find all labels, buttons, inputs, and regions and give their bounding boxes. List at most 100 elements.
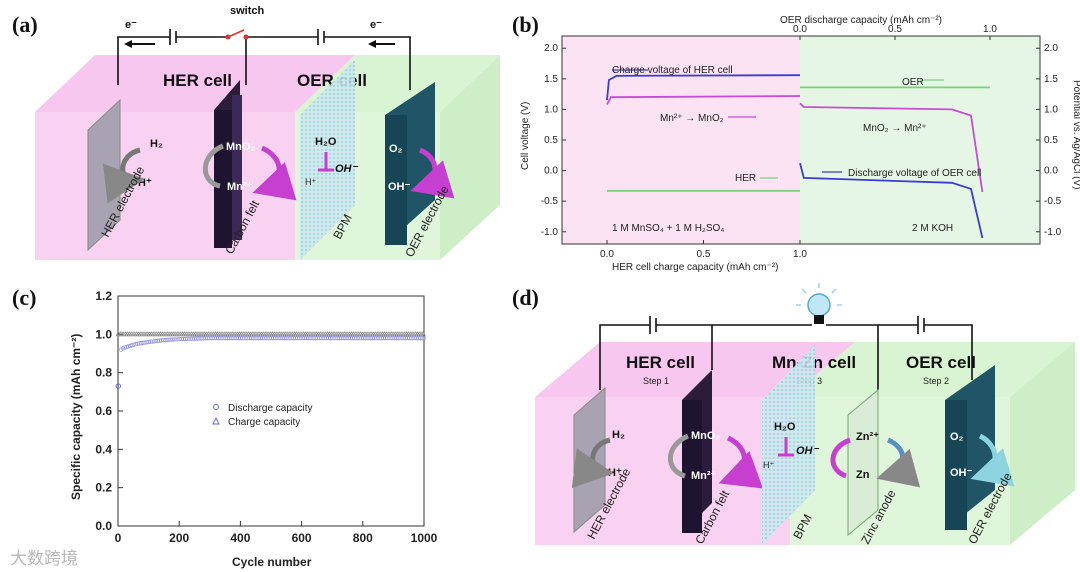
y-tick-label-left: 0.0 <box>544 166 558 177</box>
mn2-label: Mn²⁺ <box>227 181 253 193</box>
annot-discharge-oer: Discharge voltage of OER cell <box>848 168 981 179</box>
left-axis-label: Cell voltage (V) <box>520 102 531 170</box>
y-tick-label-left: 1.5 <box>544 74 558 85</box>
x-tick-label-bottom: 0.0 <box>600 249 614 260</box>
d-zinc-arrow-left <box>830 437 852 479</box>
bpm-hplus: H⁺ <box>305 177 316 187</box>
d-oer-arrow <box>970 433 1015 487</box>
x-tick-label-top: 1.0 <box>983 24 997 35</box>
carbon-felt-arrow-right <box>252 145 297 201</box>
d-bpm-oh: OH⁻ <box>796 445 820 457</box>
discharge-point <box>126 344 131 349</box>
d-zn: Zn <box>856 469 870 481</box>
electron-right: e⁻ <box>370 19 382 31</box>
y-tick-label: 0.8 <box>95 366 112 380</box>
her-arrow <box>102 147 145 204</box>
annot-charge-her: Charge voltage of HER cell <box>612 65 733 76</box>
bulb-icon <box>807 293 831 317</box>
y-tick-label: 0.6 <box>95 404 112 418</box>
oer-arrow <box>410 147 455 199</box>
annot-mn-to-mno2: Mn²⁺ → MnO₂ <box>660 113 724 124</box>
d-bpm-h2o: H₂O <box>774 421 796 433</box>
panel-d: (d) HER cell Step 1 Mn-Zn cell <box>512 283 1075 546</box>
d-carbon-arrow-right <box>718 435 764 489</box>
top-axis-label: OER discharge capacity (mAh cm⁻²) <box>780 15 942 26</box>
right-axis-label: Potential vs. Ag/AgCl (V) <box>1071 80 1080 190</box>
d-her-title: HER cell <box>626 353 695 372</box>
legend-discharge: Discharge capacity <box>228 403 312 414</box>
chart-b-bg-right <box>800 36 1040 244</box>
y-tick-label-left: 0.5 <box>544 135 558 146</box>
y-tick-label-right: 0.5 <box>1044 135 1058 146</box>
d-her-arrow <box>571 437 614 489</box>
switch-pivot <box>243 34 249 40</box>
d-oer-oh: OH⁻ <box>950 467 973 479</box>
her-h2: H₂ <box>150 138 163 150</box>
circuit-d <box>599 316 973 390</box>
d-oer-title: OER cell <box>906 353 976 372</box>
y-tick-label: 0.2 <box>95 481 112 495</box>
series-line-1 <box>606 95 801 105</box>
y-tick-label-right: 1.5 <box>1044 74 1058 85</box>
legend-discharge-marker <box>213 404 219 410</box>
bulb-rays <box>796 283 842 306</box>
d-mn2: Mn²⁺ <box>691 470 717 482</box>
x-tick-label: 600 <box>292 531 312 545</box>
y-tick-label-left: -1.0 <box>541 227 559 238</box>
discharge-point <box>420 336 425 341</box>
x-tick-label-top: 0.0 <box>793 24 807 35</box>
bottom-axis-label: HER cell charge capacity (mAh cm⁻²) <box>612 262 778 273</box>
x-tick-label-top: 0.5 <box>888 24 902 35</box>
chart-c-xlabel: Cycle number <box>232 555 312 569</box>
electron-left: e⁻ <box>125 19 137 31</box>
electrolyte-left: 1 M MnSO₄ + 1 M H₂SO₄ <box>612 223 724 234</box>
x-tick-label-bottom: 0.5 <box>697 249 711 260</box>
bpm-h2o: H₂O <box>315 136 337 148</box>
switch-contact <box>225 34 231 40</box>
electrolyte-right: 2 M KOH <box>912 223 953 234</box>
y-tick-label: 1.0 <box>95 327 112 341</box>
y-tick-label-right: -1.0 <box>1044 227 1062 238</box>
discharge-point <box>131 342 137 347</box>
y-tick-label-right: -0.5 <box>1044 196 1062 207</box>
d-her-step: Step 1 <box>643 376 669 386</box>
discharge-point <box>124 344 129 350</box>
d-mno2: MnO₂ <box>691 430 720 442</box>
bpm-oh: OH⁻ <box>335 163 359 175</box>
d-her-top <box>535 342 855 397</box>
oer-cell-side <box>440 55 500 260</box>
y-tick-label-left: -0.5 <box>541 196 559 207</box>
d-bpm-hplus: H⁺ <box>763 460 774 470</box>
x-tick-label: 800 <box>353 531 373 545</box>
annot-mno2-to-mn: MnO₂ → Mn²⁺ <box>863 123 927 134</box>
d-oer-step: Step 2 <box>923 376 949 386</box>
discharge-point <box>129 343 135 348</box>
oer-o2: O₂ <box>389 143 403 155</box>
y-tick-label-left: 2.0 <box>544 43 558 54</box>
oer-oh: OH⁻ <box>388 181 411 193</box>
series-line-0 <box>606 74 801 101</box>
mno2-label: MnO₂ <box>226 141 255 153</box>
x-tick-label: 0 <box>115 531 122 545</box>
chart-c-ylabel: Specific capacity (mAh cm⁻²) <box>69 334 83 500</box>
y-tick-label-right: 2.0 <box>1044 43 1058 54</box>
y-tick-label: 0.0 <box>95 519 112 533</box>
watermark-text: 大数跨境 <box>10 549 78 569</box>
chart-b-bg-left <box>562 36 800 244</box>
series-line-5 <box>799 162 984 239</box>
discharge-point <box>421 336 427 341</box>
d-oer-side <box>1010 342 1075 545</box>
legend-charge-marker <box>212 416 220 425</box>
panel-a: (a) switch e⁻ e⁻ HER cell OER cell <box>12 5 500 260</box>
annot-her: HER <box>735 173 756 184</box>
y-tick-label: 1.2 <box>95 289 112 303</box>
panel-b-label: (b) <box>512 12 539 37</box>
switch-label: switch <box>230 5 265 17</box>
annot-oer: OER <box>902 77 924 88</box>
carbon-felt-arrow-left <box>202 143 225 189</box>
her-cell-front <box>35 112 295 260</box>
her-cell-title: HER cell <box>163 71 232 90</box>
